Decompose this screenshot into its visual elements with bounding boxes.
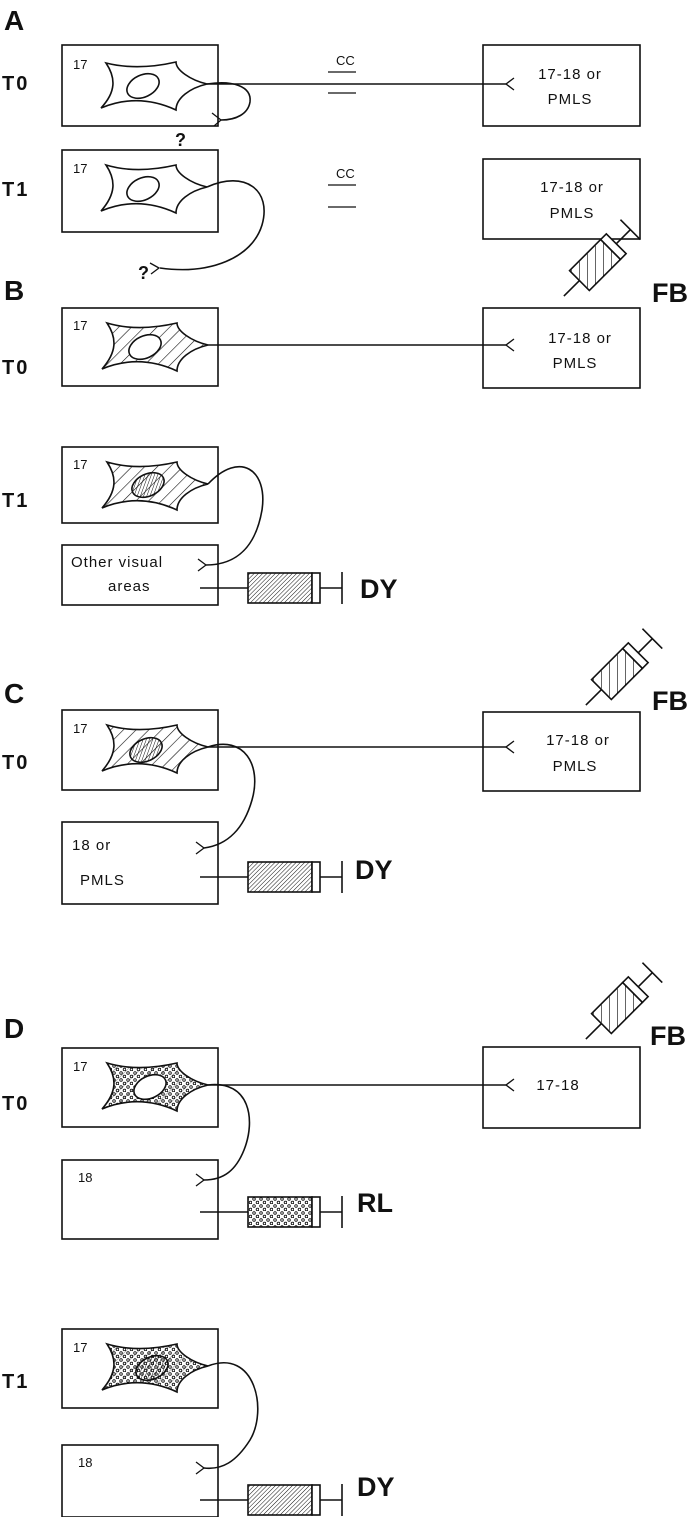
target-label: PMLS <box>553 355 598 372</box>
tracer-dy-label: DY <box>355 855 393 885</box>
area17-label: 17 <box>73 318 87 333</box>
panel-d: D T0 17 17-18 FB 18 RL T1 <box>2 963 686 1517</box>
corpus-callosum-label: CC <box>336 166 355 181</box>
neuron-nucleus <box>123 172 163 206</box>
axon-terminal <box>150 263 159 274</box>
target-label: PMLS <box>553 758 598 775</box>
tracer-dy-label: DY <box>357 1472 395 1502</box>
area17-label: 17 <box>73 57 87 72</box>
second-target-label: 18 or <box>72 837 111 854</box>
dy-syringe-icon <box>248 1484 342 1516</box>
area17-label: 17 <box>73 161 87 176</box>
dy-syringe-icon <box>248 861 342 893</box>
panel-b-t1-label: T1 <box>2 490 29 512</box>
axon-collateral <box>204 1085 249 1180</box>
axon-collateral <box>160 181 264 270</box>
target-box <box>483 712 640 791</box>
unknown-target-mark: ? <box>138 263 149 283</box>
target-label: 17-18 or <box>540 179 604 196</box>
panel-d-t1-label: T1 <box>2 1371 29 1393</box>
fb-syringe-icon <box>554 220 640 306</box>
other-areas-label: Other visual <box>71 554 163 571</box>
neuron-cell <box>101 62 207 110</box>
panel-b-letter: B <box>4 275 24 306</box>
axon-collateral <box>206 467 263 565</box>
axon-terminal <box>212 113 221 126</box>
target-label: PMLS <box>550 205 595 222</box>
tracer-dy-label: DY <box>360 574 398 604</box>
tracer-fb-label: FB <box>652 686 688 716</box>
axon-terminal <box>196 842 204 854</box>
panel-a-letter: A <box>4 5 24 36</box>
axon-terminal <box>506 339 514 351</box>
panel-d-t0-label: T0 <box>2 1093 29 1115</box>
panel-b-t0-label: T0 <box>2 357 29 379</box>
panel-c-t0-label: T0 <box>2 752 29 774</box>
corpus-callosum-label: CC <box>336 53 355 68</box>
area18-label: 18 <box>78 1455 92 1470</box>
fb-syringe-icon <box>576 629 662 715</box>
axon-terminal <box>198 559 206 571</box>
axon-terminal <box>196 1462 204 1474</box>
area17-label: 17 <box>73 721 87 736</box>
unknown-target-mark: ? <box>175 130 186 150</box>
target-label: 17-18 or <box>548 330 612 347</box>
panel-c-letter: C <box>4 678 24 709</box>
area18-label: 18 <box>78 1170 92 1185</box>
axon-terminal <box>506 78 514 90</box>
panel-a-t0-label: T0 <box>2 73 29 95</box>
neuron-nucleus <box>123 69 163 103</box>
panel-a-t1-label: T1 <box>2 179 29 201</box>
target-box <box>483 308 640 388</box>
area17-label: 17 <box>73 1059 87 1074</box>
panel-d-letter: D <box>4 1013 24 1044</box>
axon-terminal <box>506 741 514 753</box>
axon-terminal <box>506 1079 514 1091</box>
target-label: 17-18 or <box>538 66 602 83</box>
panel-a: A T0 T1 17 ? CC 17-18 or PMLS 17 ? CC <box>2 5 640 283</box>
tracer-fb-label: FB <box>652 278 688 308</box>
panel-c: C T0 17 17-18 or PMLS FB 18 or PMLS <box>2 629 688 904</box>
tracer-rl-label: RL <box>357 1188 393 1218</box>
target-box <box>483 159 640 239</box>
target-label: 17-18 <box>536 1077 579 1094</box>
target-box <box>483 45 640 126</box>
dy-syringe-icon <box>248 572 342 604</box>
target-label: PMLS <box>548 91 593 108</box>
area17-label: 17 <box>73 457 87 472</box>
axon-collateral <box>204 744 255 848</box>
target-label: 17-18 or <box>546 732 610 749</box>
second-target-label: PMLS <box>80 872 125 889</box>
second-target-box <box>62 822 218 904</box>
neuron-cell <box>101 165 207 213</box>
tracer-fb-label: FB <box>650 1021 686 1051</box>
panel-b: B T0 17 17-18 or PMLS FB T1 17 Other vis… <box>2 220 688 605</box>
axon-terminal <box>196 1174 204 1186</box>
area17-label: 17 <box>73 1340 87 1355</box>
other-areas-label: areas <box>108 578 151 595</box>
axon-collateral <box>204 1363 258 1469</box>
rl-syringe-icon <box>248 1196 342 1228</box>
